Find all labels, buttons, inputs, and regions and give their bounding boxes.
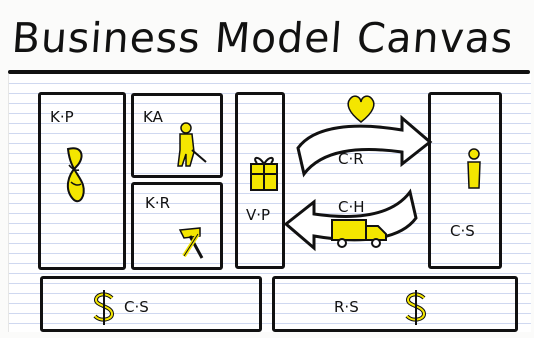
- tools-icon: [178, 227, 204, 259]
- customer-segments-block: [428, 92, 502, 269]
- title-underline: [8, 70, 530, 74]
- heart-icon: [347, 95, 375, 123]
- customer-relationships-label: C·R: [338, 150, 364, 168]
- key-resources-label: K·R: [145, 194, 171, 212]
- channels-label: C·H: [338, 198, 365, 216]
- cost-structure-block: [40, 276, 262, 332]
- key-activities-block: [131, 93, 223, 178]
- handshake-icon: [66, 147, 85, 203]
- truck-icon: [331, 219, 387, 248]
- page-title: Business Model Canvas: [10, 14, 516, 62]
- person-icon: [467, 148, 481, 189]
- gift-icon: [250, 156, 278, 191]
- value-propositions-block: [235, 92, 285, 269]
- dollar-icon: [93, 290, 115, 325]
- revenue-streams-label: R·S: [334, 298, 359, 316]
- customer-segments-label: C·S: [450, 222, 475, 240]
- worker-icon: [177, 122, 207, 167]
- key-partners-label: K·P: [50, 108, 74, 126]
- key-resources-block: [131, 182, 223, 270]
- lined-paper-background: [8, 74, 531, 332]
- key-partners-block: [38, 92, 126, 270]
- cost-structure-label: C·S: [124, 298, 149, 316]
- key-activities-label: KA: [143, 108, 163, 126]
- value-propositions-label: V·P: [246, 206, 271, 224]
- dollar-icon: [405, 290, 427, 325]
- revenue-streams-block: [272, 276, 518, 332]
